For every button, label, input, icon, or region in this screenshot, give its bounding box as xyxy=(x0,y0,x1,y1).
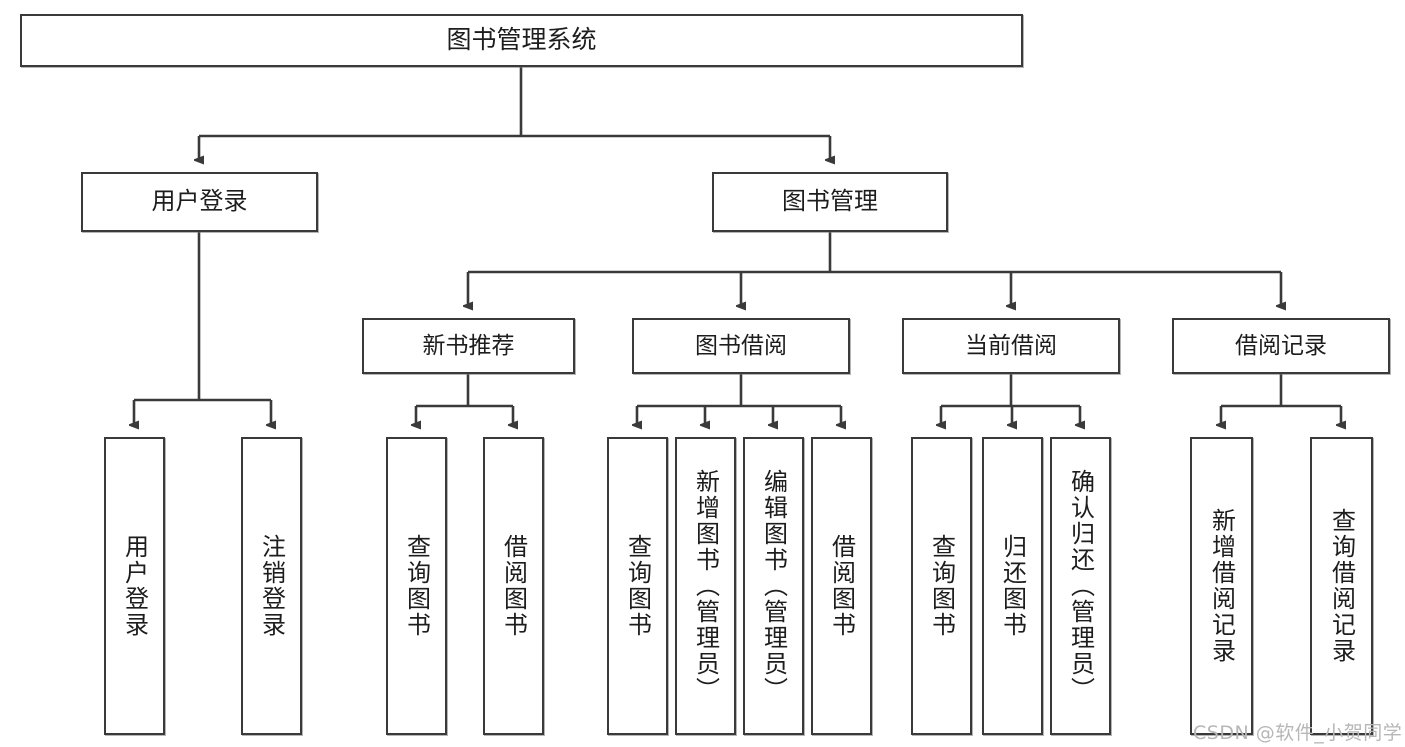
node-leaf-query-book-1-label: 查询图书 xyxy=(402,534,431,638)
node-leaf-borrow-book-1-label: 借阅图书 xyxy=(499,534,528,638)
node-borrow-record[interactable]: 借阅记录 xyxy=(1172,318,1390,374)
node-leaf-return-book-label: 归还图书 xyxy=(998,534,1027,638)
node-leaf-edit-book-label: 编辑图书（管理员） xyxy=(759,469,788,703)
node-leaf-add-record[interactable]: 新增借阅记录 xyxy=(1190,437,1253,735)
node-leaf-confirm-return[interactable]: 确认归还（管理员） xyxy=(1050,437,1111,735)
node-leaf-query-book-3-label: 查询图书 xyxy=(927,534,956,638)
node-leaf-user-login[interactable]: 用户登录 xyxy=(104,437,165,735)
node-user-login[interactable]: 用户登录 xyxy=(81,172,318,232)
node-root[interactable]: 图书管理系统 xyxy=(20,14,1023,67)
node-new-book-recommend[interactable]: 新书推荐 xyxy=(362,318,575,374)
node-leaf-query-record[interactable]: 查询借阅记录 xyxy=(1310,437,1373,735)
node-book-borrow[interactable]: 图书借阅 xyxy=(632,318,850,374)
node-leaf-add-record-label: 新增借阅记录 xyxy=(1207,508,1236,664)
node-leaf-confirm-return-label: 确认归还（管理员） xyxy=(1066,469,1095,703)
node-leaf-query-book-2[interactable]: 查询图书 xyxy=(607,437,668,735)
node-leaf-user-login-label: 用户登录 xyxy=(120,534,149,638)
node-leaf-borrow-book-2-label: 借阅图书 xyxy=(827,534,856,638)
watermark: CSDN @软件_小贺同学 xyxy=(1193,718,1402,745)
node-leaf-add-book[interactable]: 新增图书（管理员） xyxy=(675,437,736,735)
node-leaf-logout-label: 注销登录 xyxy=(257,534,286,638)
node-book-management[interactable]: 图书管理 xyxy=(712,172,948,232)
node-leaf-edit-book[interactable]: 编辑图书（管理员） xyxy=(743,437,804,735)
node-leaf-add-book-label: 新增图书（管理员） xyxy=(691,469,720,703)
node-book-management-label: 图书管理 xyxy=(782,187,878,216)
node-leaf-query-book-3[interactable]: 查询图书 xyxy=(911,437,972,735)
node-leaf-return-book[interactable]: 归还图书 xyxy=(982,437,1043,735)
node-leaf-query-record-label: 查询借阅记录 xyxy=(1327,508,1356,664)
watermark-text: CSDN @软件_小贺同学 xyxy=(1193,722,1403,744)
node-leaf-logout[interactable]: 注销登录 xyxy=(241,437,302,735)
node-leaf-borrow-book-1[interactable]: 借阅图书 xyxy=(483,437,544,735)
node-root-label: 图书管理系统 xyxy=(446,25,597,55)
node-leaf-borrow-book-2[interactable]: 借阅图书 xyxy=(811,437,872,735)
node-leaf-query-book-2-label: 查询图书 xyxy=(623,534,652,638)
node-book-borrow-label: 图书借阅 xyxy=(695,332,787,359)
node-user-login-label: 用户登录 xyxy=(151,187,248,216)
node-borrow-record-label: 借阅记录 xyxy=(1235,332,1327,359)
node-new-book-recommend-label: 新书推荐 xyxy=(422,332,515,359)
node-leaf-query-book-1[interactable]: 查询图书 xyxy=(386,437,447,735)
node-current-borrow-label: 当前借阅 xyxy=(965,332,1057,359)
node-current-borrow[interactable]: 当前借阅 xyxy=(902,318,1120,374)
